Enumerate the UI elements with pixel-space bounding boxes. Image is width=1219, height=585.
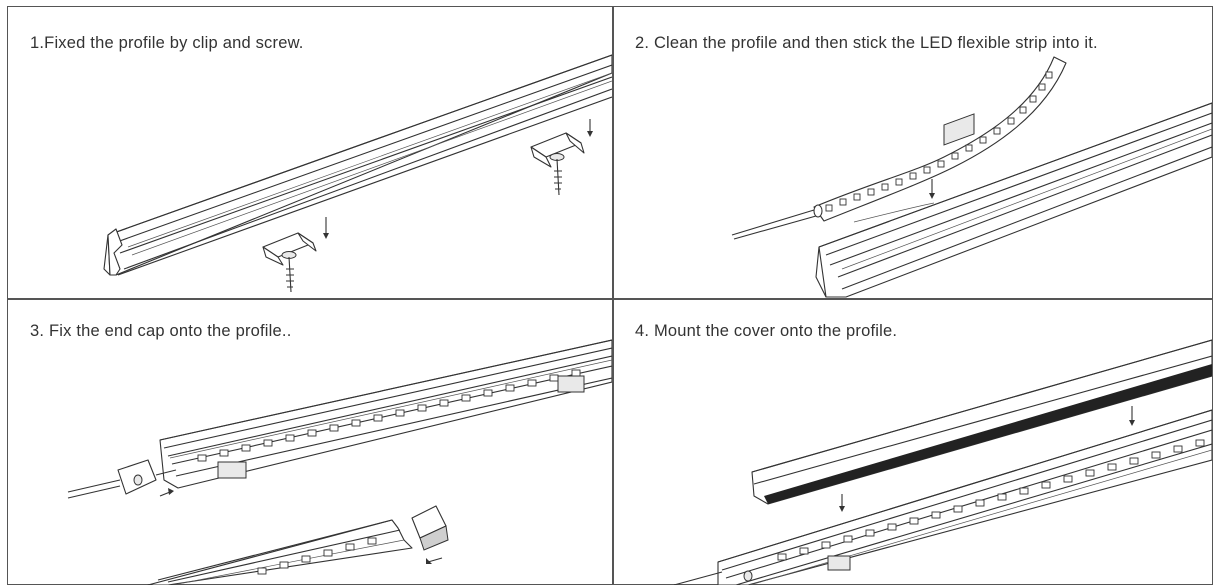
right-arrow-icon [159, 488, 174, 497]
left-arrow-icon [426, 557, 443, 564]
down-arrow-icon [587, 119, 593, 137]
down-arrow-icon [929, 179, 935, 199]
step-1-illustration [103, 54, 612, 293]
profile-with-led-strip [159, 339, 612, 489]
step-3-illustration [67, 339, 612, 585]
end-cap [67, 459, 177, 499]
down-arrow-icon [1129, 406, 1135, 426]
aluminium-profile [815, 102, 1212, 298]
step-3-caption: 3. Fix the end cap onto the profile.. [30, 322, 292, 340]
panel-divider-vertical [612, 6, 614, 585]
step-1-caption: 1.Fixed the profile by clip and screw. [30, 34, 304, 52]
mounting-clip [530, 132, 585, 196]
short-profile [147, 519, 413, 585]
led-strip [731, 56, 1067, 240]
aluminium-profile [103, 54, 612, 276]
step-4-illustration [673, 339, 1212, 585]
down-arrow-icon [323, 217, 329, 239]
diffuser-cover [751, 339, 1212, 505]
led-chips [197, 369, 581, 462]
step-2-caption: 2. Clean the profile and then stick the … [635, 34, 1098, 52]
panel-divider-horizontal [7, 298, 1213, 300]
step-2-illustration [731, 56, 1212, 298]
profile-with-led-strip [673, 409, 1212, 585]
end-cap [411, 505, 449, 551]
step-4-caption: 4. Mount the cover onto the profile. [635, 322, 898, 340]
mounting-clip [262, 232, 317, 293]
down-arrow-icon [839, 494, 845, 512]
